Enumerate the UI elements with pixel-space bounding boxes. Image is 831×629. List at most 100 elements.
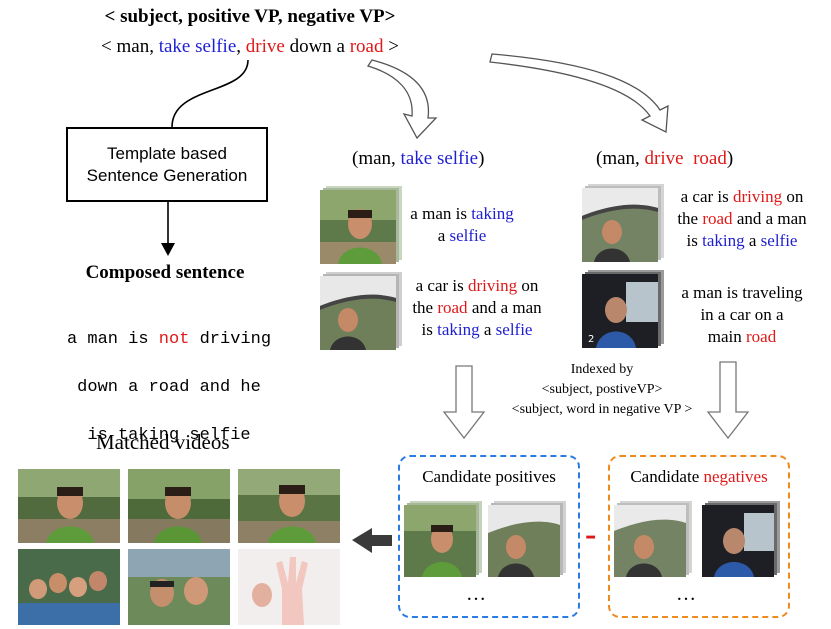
candidate-negatives-box: Candidate negatives …: [608, 455, 790, 618]
neg-v2-line2: in a car on a: [700, 305, 784, 324]
pos-v2-driving: driving: [468, 276, 518, 295]
matched-videos-title: Matched videos: [96, 430, 230, 454]
neg-header-space: [684, 148, 694, 169]
neg-v1-and: and a man: [732, 209, 807, 228]
candidate-positives-box: Candidate positives …: [398, 455, 580, 618]
matched-video-3: [238, 469, 340, 543]
matched-video-2: [128, 469, 230, 543]
matched-video-5: [128, 549, 230, 625]
index-note-line2: <subject, postiveVP>: [541, 382, 663, 397]
neg-v1-driving: driving: [733, 187, 783, 206]
neg-header-drive: drive: [644, 148, 684, 169]
pos-header-vp: take selfie: [400, 148, 479, 169]
svg-text:2: 2: [588, 334, 594, 345]
neg-v2-line1: a man is traveling: [681, 283, 803, 302]
pos-v2-selfie: selfie: [495, 320, 533, 339]
neg-v1-road: road: [702, 209, 733, 228]
pos-v1-a: a: [437, 226, 450, 245]
negative-pair-header: (man, drive road): [596, 148, 733, 170]
triplet-format-title: < subject, positive VP, negative VP>: [104, 6, 396, 27]
neg-video1-caption: a car is driving on the road and a man i…: [662, 186, 822, 252]
curved-arrow-positive: [366, 59, 438, 140]
candidate-negatives-pre: Candidate: [630, 467, 704, 486]
composed-line1-post: driving: [189, 330, 272, 349]
triplet-open: < man,: [101, 36, 159, 57]
pos-v1-taking: taking: [471, 204, 514, 223]
neg-v1-on: on: [782, 187, 804, 206]
candidate-negatives-ellipsis: …: [676, 583, 700, 605]
triplet-comma: ,: [236, 36, 246, 57]
composed-line2: down a road and he: [77, 378, 261, 397]
pos-v2-pre: a car is: [415, 276, 469, 295]
composed-line1-pre: a man is: [66, 330, 159, 349]
down-arrow-negative: [706, 361, 750, 440]
neg-video2-caption: a man is traveling in a car on a main ro…: [662, 282, 822, 348]
neg-header-pre: (man,: [596, 148, 645, 169]
pos-v2-is: is: [421, 320, 438, 339]
pos-v2-and: and a man: [467, 298, 542, 317]
pos-header-pre: (man,: [352, 148, 401, 169]
composed-line3: is taking selfie: [87, 426, 251, 445]
neg-video2-thumbnail: 2: [582, 270, 664, 348]
index-note: Indexed by <subject, postiveVP> <subject…: [484, 360, 720, 420]
template-generation-box: Template based Sentence Generation: [66, 127, 268, 202]
triplet-positive-vp: take selfie: [158, 36, 237, 57]
composed-sentence-title: Composed sentence: [85, 262, 245, 283]
pos-video2-thumbnail: [320, 272, 402, 350]
candidate-negatives-word: negatives: [703, 467, 768, 486]
pos-video1-caption: a man is taking a selfie: [400, 203, 524, 247]
neg-video1-thumbnail: [582, 184, 664, 262]
neg-header-post: ): [726, 148, 734, 169]
candidate-positives-ellipsis: …: [466, 583, 490, 605]
pos-v2-on: on: [517, 276, 539, 295]
pos-v2-a: a: [479, 320, 496, 339]
matched-video-4: [18, 549, 120, 625]
matched-video-6: [238, 549, 340, 625]
matched-video-1: [18, 469, 120, 543]
candidate-positives-title: Candidate positives: [422, 467, 556, 486]
neg-v1-selfie: selfie: [760, 231, 798, 250]
neg-v2-main: main: [707, 327, 747, 346]
pos-v2-the: the: [412, 298, 438, 317]
candidate-positive-video-2: [488, 501, 566, 577]
neg-v1-a: a: [744, 231, 761, 250]
curved-arrow-negative: [489, 53, 669, 134]
composed-negation-word: not: [158, 330, 190, 349]
matched-videos-grid: [18, 469, 340, 625]
candidate-negatives-title: Candidate negatives: [610, 467, 788, 487]
triplet-mid: down a: [284, 36, 350, 57]
neg-v1-is: is: [686, 231, 703, 250]
candidate-negative-video-2: [702, 501, 780, 577]
pos-header-post: ): [478, 148, 485, 169]
pos-v1-pre: a man is: [410, 204, 472, 223]
pos-v1-selfie: selfie: [449, 226, 487, 245]
example-triplet: < man, take selfie, drive down a road >: [0, 36, 500, 58]
index-note-line3: <subject, word in negative VP >: [511, 402, 693, 417]
template-to-composed-arrowhead: [161, 243, 175, 256]
triplet-neg-word-road: road: [349, 36, 384, 57]
template-box-line1: Template based: [106, 143, 228, 163]
minus-sign: -: [585, 516, 597, 553]
triplet-neg-word-drive: drive: [245, 36, 285, 57]
neg-v1-pre: a car is: [680, 187, 734, 206]
triplet-to-template-connector: [171, 59, 249, 128]
neg-v1-taking: taking: [702, 231, 745, 250]
pos-video2-caption: a car is driving on the road and a man i…: [400, 275, 554, 341]
composed-line1: a man is not driving: [24, 328, 314, 352]
pos-video1-thumbnail: [320, 186, 402, 264]
left-arrow-to-matched: [352, 528, 392, 553]
neg-header-road: road: [693, 148, 727, 169]
triplet-close: >: [383, 36, 399, 57]
neg-v2-road: road: [746, 327, 777, 346]
down-arrow-positive: [442, 365, 486, 440]
candidate-positive-video-1: [404, 501, 482, 577]
positive-pair-header: (man, take selfie): [352, 148, 484, 170]
pos-v2-taking: taking: [437, 320, 480, 339]
neg-v1-the: the: [677, 209, 703, 228]
candidate-negative-video-1: [614, 501, 692, 577]
index-note-line1: Indexed by: [570, 362, 634, 377]
pos-v2-road: road: [437, 298, 468, 317]
template-box-line2: Sentence Generation: [86, 165, 248, 185]
composed-sentence-text: a man is not driving down a road and he …: [24, 304, 314, 472]
